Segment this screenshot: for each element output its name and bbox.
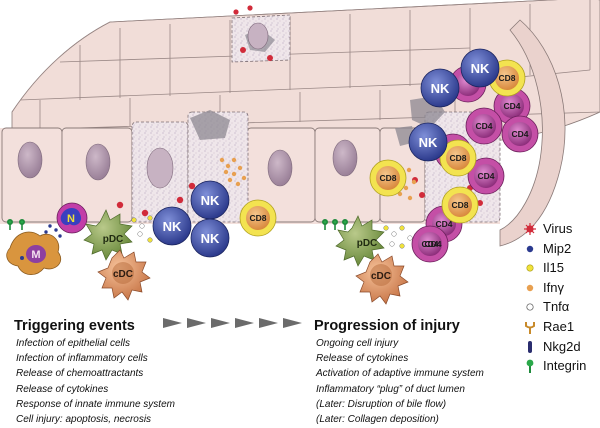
progression-item: (Later: Collagen deposition) [316, 414, 439, 426]
cd4-label: CD4 [421, 239, 438, 249]
legend-label: Integrin [543, 358, 587, 374]
integrin-anchors [7, 219, 348, 230]
cd8-label: CD8 [498, 73, 515, 83]
triggering-events-title: Triggering events [14, 318, 135, 334]
nk-cell: NK [152, 206, 192, 246]
nk-label: NK [201, 193, 220, 208]
nk-cell: NK [190, 180, 230, 220]
cd8-label: CD8 [379, 173, 396, 183]
progression-item: Ongoing cell injury [316, 338, 399, 349]
virus-icon [524, 223, 536, 235]
cd4-label: CD4 [475, 121, 492, 131]
arrowhead-icon [283, 318, 302, 328]
nk-cell: NK [190, 218, 230, 258]
arrowhead-icon [211, 318, 230, 328]
cdc-label-right: cDC [371, 271, 391, 282]
mip2-icon [526, 245, 534, 252]
neutrophil-cell: N [56, 202, 88, 234]
progression-list: Ongoing cell injury Release of cytokines… [316, 336, 484, 427]
nkg2d-icon [528, 340, 532, 353]
legend-label: Mip2 [543, 240, 572, 256]
cd4-label: CD4 [424, 239, 441, 249]
cd4-cell: CD4 [467, 157, 505, 195]
legend-label: Il15 [543, 260, 564, 276]
legend-label: Ifnγ [543, 279, 564, 295]
cdc-cell-right: cDC [355, 253, 409, 305]
pdc-label-right: pDC [357, 238, 378, 249]
cd8-cell: CD8 [441, 186, 479, 224]
cd8-cell: CD8 [369, 159, 407, 197]
cd8-cell: CD8 [439, 139, 477, 177]
nk-cell: NK [460, 48, 500, 88]
arrowhead-icon [259, 318, 278, 328]
tnfa-icon [526, 303, 534, 311]
cd4-cell: CD4 [501, 115, 539, 153]
progression-item: (Later: Disruption of bile flow) [316, 398, 447, 410]
legend-label: Tnfα [543, 299, 570, 315]
rae1-icon [525, 321, 535, 334]
nk-label: NK [471, 61, 490, 76]
triggering-events-list: Infection of epithelial cells Infection … [16, 336, 175, 427]
cdc-label-left: cDC [113, 269, 133, 280]
pdc-label-left: pDC [103, 234, 124, 245]
triggering-event-item: Infection of epithelial cells [16, 338, 130, 349]
nk-label: NK [163, 219, 182, 234]
triggering-event-item: Release of cytokines [16, 383, 109, 395]
triggering-event-item: Infection of inflammatory cells [16, 353, 148, 365]
legend-label: Virus [543, 221, 573, 236]
cd4-cell: CD4 [493, 87, 531, 125]
cd4-label: CD4 [435, 219, 452, 229]
macrophage-cell: M [6, 231, 62, 275]
cd4-label: CD4 [503, 101, 520, 111]
cd8-cells: CD8 CD8 CD8 CD8 [369, 59, 526, 224]
nk-label: NK [419, 135, 438, 150]
cd8-label: CD8 [451, 200, 468, 210]
cd4-label: CD4 [511, 129, 528, 139]
cdc-cell-left: cDC [97, 249, 151, 301]
cd8-label: CD8 [449, 153, 466, 163]
pdc-cell-right: pDC [335, 215, 385, 267]
cd4-cell: CD4 [465, 107, 503, 145]
nk-cell: NK [408, 122, 448, 162]
il15-icon [526, 264, 534, 272]
triggering-event-item: Cell injury: apoptosis, necrosis [16, 414, 152, 426]
progression-item: Activation of adaptive immune system [316, 368, 484, 380]
arrowhead-icon [235, 318, 254, 328]
cd4-label: CD4 [477, 171, 494, 181]
cd8-label: CD8 [249, 213, 266, 223]
legend-label: Nkg2d [543, 338, 581, 354]
progression-arrows [163, 318, 303, 328]
legend-label: Rae1 [543, 318, 575, 334]
triggering-event-item: Release of chemoattractants [16, 368, 144, 380]
nk-label: NK [201, 231, 220, 246]
duct-end-wall [499, 19, 566, 247]
pdc-cell-left: pDC [83, 209, 133, 261]
triggering-event-item: Response of innate immune system [16, 398, 175, 410]
macrophage-label: M [31, 249, 40, 261]
progression-title: Progression of injury [314, 318, 460, 334]
integrin-icon [526, 359, 534, 374]
neutrophil-label: N [67, 213, 75, 225]
cd8-cell: CD8 [239, 199, 277, 237]
progression-item: Inflammatory “plug” of duct lumen [316, 383, 465, 395]
arrowhead-icon [187, 318, 206, 328]
epithelial-nuclei [17, 22, 358, 189]
nk-label: NK [431, 81, 450, 96]
cd4-cell: CD4 [411, 225, 449, 263]
ifng-icon [526, 284, 534, 291]
nk-cell: NK [420, 68, 460, 108]
arrowhead-icon [163, 318, 182, 328]
progression-item: Release of cytokines [316, 353, 409, 365]
